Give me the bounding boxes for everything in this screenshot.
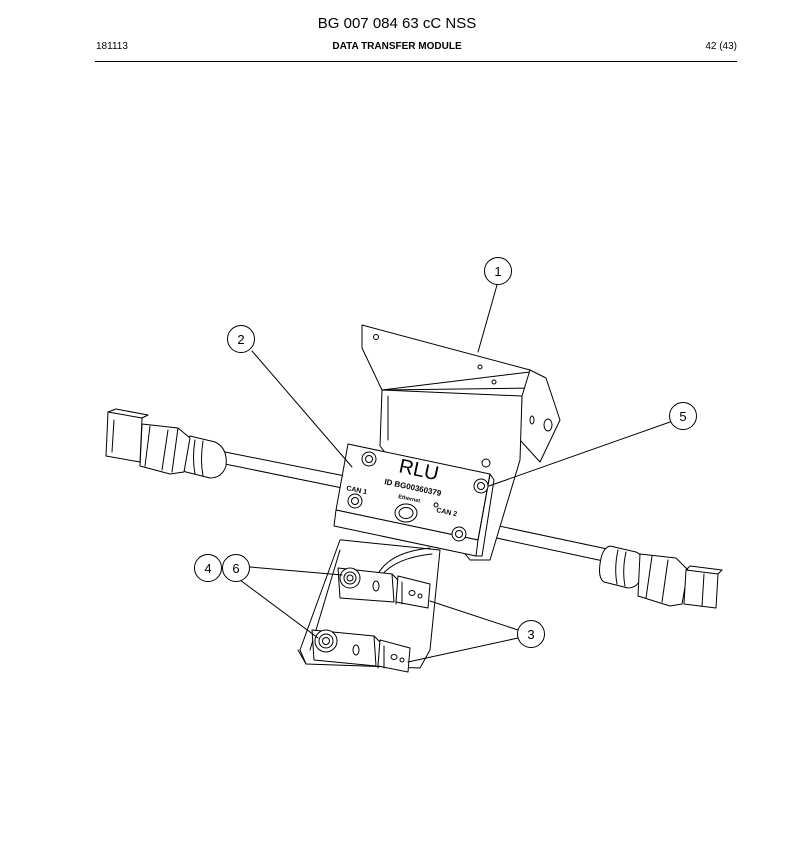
can2-label: CAN 2	[436, 507, 458, 518]
svg-text:3: 3	[527, 627, 534, 642]
callout-2: 2	[227, 325, 255, 353]
ethernet-label: Ethernet	[398, 494, 421, 505]
module-screw	[361, 451, 377, 467]
svg-text:2: 2	[237, 332, 244, 347]
callout-1: 1	[484, 257, 512, 285]
document-title: BG 007 084 63 cC NSS	[317, 15, 477, 32]
left-cable	[105, 408, 356, 491]
callout-3: 3	[517, 620, 545, 648]
section-title: DATA TRANSFER MODULE	[332, 41, 462, 52]
svg-text:5: 5	[679, 409, 686, 424]
rlu-module	[333, 443, 495, 557]
svg-text:6: 6	[232, 561, 239, 576]
header-divider	[95, 61, 737, 62]
ethernet-port	[394, 503, 418, 523]
callout-4: 4	[194, 554, 222, 582]
can1-label: CAN 1	[346, 485, 368, 496]
document-date: 181113	[96, 41, 128, 52]
module-screw	[451, 526, 467, 542]
right-cable	[477, 521, 723, 609]
svg-text:4: 4	[204, 561, 211, 576]
callout-5: 5	[669, 402, 697, 430]
upper-ground-lug	[337, 567, 431, 609]
module-screw	[347, 493, 363, 509]
module-screw	[473, 478, 489, 494]
callout-6: 6	[222, 554, 250, 582]
leader-lines	[239, 284, 671, 663]
lower-ground-lug	[311, 629, 411, 673]
page-number: 42 (43)	[705, 41, 737, 52]
svg-text:1: 1	[494, 264, 501, 279]
